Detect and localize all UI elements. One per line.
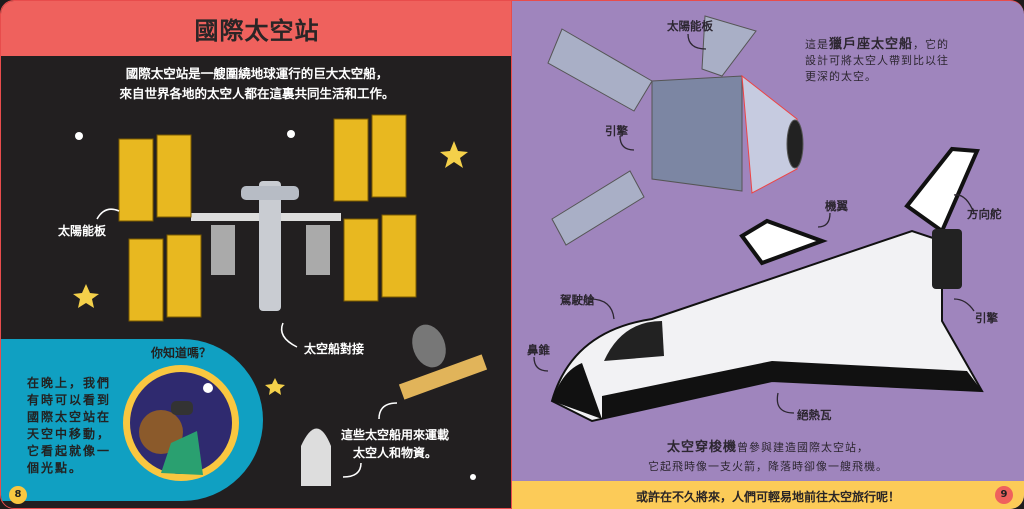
orion-text: ，它的 — [913, 38, 950, 51]
star-icon — [73, 284, 99, 308]
orion-prefix: 這是 — [805, 38, 829, 51]
did-you-know-text: 在晚上，我們有時可以看到國際太空站在天空中移動，它看起就像一個光點。 — [27, 376, 112, 475]
left-page: 國際太空站 國際太空站是一艘圍繞地球運行的巨大太空船， 來自世界各地的太空人都在… — [0, 0, 512, 509]
label-cargo: 這些太空船用來運載 — [341, 428, 450, 442]
shuttle-text: 它起飛時像一支火箭，降落時卻像一艘飛機。 — [648, 460, 888, 473]
footer-text: 或許在不久將來，人們可輕易地前往太空旅行呢！ — [635, 490, 900, 504]
label-wing: 機翼 — [825, 199, 848, 213]
page-title: 國際太空站 — [194, 17, 320, 45]
iss-illustration — [73, 114, 488, 486]
star-icon — [470, 474, 476, 480]
right-page: 太陽能板 引擎 機翼 方向舵 駕駛艙 鼻錐 引擎 絕熱瓦 這是獵戶座太空船，它的… — [512, 0, 1024, 509]
star-icon — [265, 378, 285, 395]
shuttle-name: 太空穿梭機 — [666, 440, 737, 455]
title-banner — [1, 1, 511, 56]
did-you-know-heading: 你知道嗎？ — [151, 346, 212, 360]
intro-line: 來自世界各地的太空人都在這裏共同生活和工作。 — [119, 86, 395, 101]
star-icon — [75, 132, 83, 140]
label-docking: 太空船對接 — [304, 342, 365, 356]
star-icon — [440, 141, 468, 168]
label-cockpit: 駕駛艙 — [560, 293, 595, 307]
orion-spacecraft — [547, 15, 804, 246]
label-heat-tiles: 絕熱瓦 — [797, 408, 832, 422]
orion-name: 獵戶座太空船 — [829, 37, 914, 52]
orion-description: 這是獵戶座太空船，它的 設計可將太空人帶到比以往 更深的太空。 — [805, 37, 949, 85]
star-icon — [287, 130, 295, 138]
orion-text: 更深的太空。 — [805, 70, 877, 83]
label-solar-panel: 太陽能板 — [667, 19, 713, 33]
shuttle-description: 太空穿梭機曾參與建造國際太空站， 它起飛時像一支火箭，降落時卻像一艘飛機。 — [512, 438, 1024, 476]
stargazer-illustration — [123, 365, 239, 481]
orion-text: 設計可將太空人帶到比以往 — [805, 54, 949, 67]
label-cargo-2: 太空人和物資。 — [353, 446, 438, 460]
label-engine-orion: 引擎 — [605, 124, 628, 138]
page-number: 9 — [995, 486, 1013, 504]
intro-text: 國際太空站是一艘圍繞地球運行的巨大太空船， 來自世界各地的太空人都在這裏共同生活… — [1, 64, 511, 104]
label-solar-panel: 太陽能板 — [58, 224, 107, 238]
space-shuttle — [550, 146, 984, 423]
label-engine-shuttle: 引擎 — [975, 311, 998, 325]
spacecraft-illustration — [533, 15, 984, 423]
soyuz-icon — [398, 324, 488, 400]
intro-line: 國際太空站是一艘圍繞地球運行的巨大太空船， — [125, 66, 389, 81]
footer-banner — [512, 481, 1024, 509]
dragon-capsule-icon — [301, 428, 331, 486]
label-rudder: 方向舵 — [967, 207, 1002, 221]
page-number: 8 — [9, 486, 27, 504]
label-nose-cone: 鼻錐 — [527, 343, 550, 357]
shuttle-text: 曾參與建造國際太空站， — [737, 441, 869, 454]
